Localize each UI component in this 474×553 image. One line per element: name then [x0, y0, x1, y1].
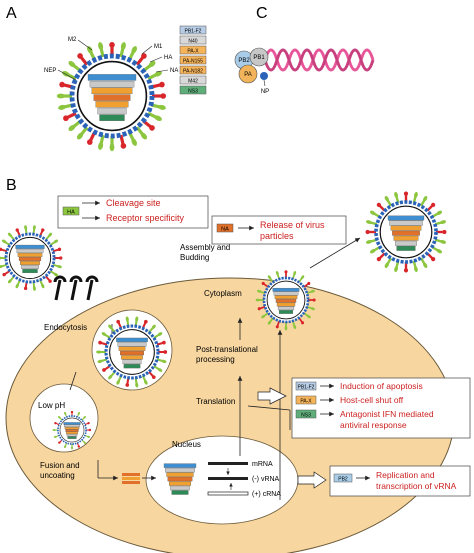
pb1-subunit — [249, 47, 269, 67]
virion-budding — [255, 270, 316, 331]
na-tag-label: NA — [221, 227, 229, 233]
translation-label: Translation — [196, 397, 235, 406]
ha-callout: HA Cleavage site Receptor specificity — [57, 195, 209, 229]
legend-pb1-f2: PB1-F2 — [185, 29, 202, 35]
post-translational-label-1: Post-translational — [196, 345, 258, 354]
virion-label-m2: M2 — [68, 37, 77, 43]
crna-label: (+) cRNA — [252, 491, 281, 498]
crna-bar — [207, 491, 249, 496]
legend-ns3: NS3 — [188, 89, 198, 95]
pb2-callout: PB2 Replication and transcription of vRN… — [329, 465, 471, 497]
virion-label-m1: M1 — [154, 44, 163, 50]
na-tag — [216, 223, 234, 233]
virion-endosome — [96, 316, 168, 388]
panel-a-label: A — [6, 5, 17, 22]
na-callout-box — [211, 215, 347, 245]
endocytosis-label: Endocytosis — [44, 323, 87, 332]
legend-m42: M42 — [188, 79, 198, 85]
legend-swatch-pa-n182 — [179, 65, 207, 75]
np-label: NP — [261, 89, 269, 95]
pb2-tag — [333, 473, 353, 483]
virion-label-ha: HA — [164, 55, 172, 61]
ns3-tag — [295, 409, 317, 419]
vrna-label: (-) vRNA — [252, 476, 280, 483]
virion-label-nep: NEP — [44, 68, 56, 74]
mrna-label: mRNA — [252, 461, 273, 468]
virion-released — [365, 191, 447, 273]
assembly-label-1: Assembly and — [180, 243, 230, 252]
block-arrow-nucleus — [297, 471, 327, 489]
ha-callout-box — [57, 195, 209, 229]
nucleus-label: Nucleus — [172, 440, 201, 449]
pa-subunit — [238, 64, 258, 84]
panel-c-label: C — [256, 5, 268, 22]
legend-swatch-pb1-f2 — [179, 25, 207, 35]
ns3-text-2: antiviral response — [340, 420, 407, 430]
pb1f2-text: Induction of apoptosis — [340, 381, 423, 391]
cell-receptors — [53, 275, 99, 301]
panel-b-label: B — [6, 177, 17, 194]
vrna-bar — [208, 477, 248, 480]
ns3-text-1: Antagonist IFN mediated — [340, 409, 434, 419]
segment-legend: PB1-F2 N40 PA-X PA-N155 PA-N182 M42 NS3 — [179, 25, 207, 95]
virion-diagram-a — [56, 42, 166, 152]
legend-swatch-n40 — [179, 35, 207, 45]
legend-swatch-m42 — [179, 75, 207, 85]
low-ph-label: Low pH — [38, 401, 65, 410]
legend-swatch-pa-x — [179, 45, 207, 55]
virion-low-ph — [52, 410, 92, 450]
pb2-text-2: transcription of vRNA — [376, 481, 457, 491]
legend-swatch-ns3 — [179, 85, 207, 95]
assembly-label-2: Budding — [180, 253, 209, 262]
pax-tag-label: PA-X — [300, 399, 312, 405]
pa-label: PA — [244, 72, 252, 78]
legend-pa-n155: PA-N155 — [183, 59, 203, 65]
ha-tag-label: HA — [67, 210, 75, 216]
na-callout: NA Release of virus particles — [211, 215, 347, 245]
vrnp-segments — [122, 473, 140, 484]
pb2-text-1: Replication and — [376, 470, 435, 480]
legend-pa-x: PA-X — [187, 49, 199, 55]
legend-pa-n182: PA-N182 — [183, 69, 203, 75]
polymerase-complex: PB2 PB1 PA NP — [234, 47, 375, 95]
ha-tag — [62, 206, 80, 216]
ha-text-cleavage: Cleavage site — [106, 198, 161, 208]
pax-tag — [295, 395, 317, 405]
legend-n40: N40 — [188, 39, 197, 45]
pb1f2-tag-label: PB1-F2 — [298, 385, 315, 391]
np-subunit — [260, 72, 268, 80]
cytoplasm-label: Cytoplasm — [204, 289, 242, 298]
pax-text: Host-cell shut off — [340, 395, 404, 405]
virion-attaching — [0, 225, 63, 291]
pb1f2-tag — [295, 381, 317, 391]
accessory-callout: PB1-F2 Induction of apoptosis PA-X Host-… — [291, 377, 471, 439]
block-arrow-translation — [257, 387, 287, 405]
ha-text-receptor: Receptor specificity — [106, 213, 185, 223]
rna-helix — [263, 48, 375, 72]
na-text-2: particles — [260, 231, 294, 241]
accessory-callout-box — [291, 377, 471, 439]
pb2-tag-label: PB2 — [338, 477, 348, 483]
nucleus-segments — [163, 463, 197, 495]
virion-label-na: NA — [170, 68, 178, 74]
na-text-1: Release of virus — [260, 220, 325, 230]
ns3-tag-label: NS3 — [301, 413, 311, 419]
pb2-callout-box — [329, 465, 471, 497]
mrna-bar — [208, 462, 248, 465]
post-translational-label-2: processing — [196, 355, 235, 364]
rna-helix-2 — [263, 48, 375, 72]
pb2-label: PB2 — [238, 58, 250, 64]
pb1-label: PB1 — [253, 55, 265, 61]
legend-swatch-pa-n155 — [179, 55, 207, 65]
